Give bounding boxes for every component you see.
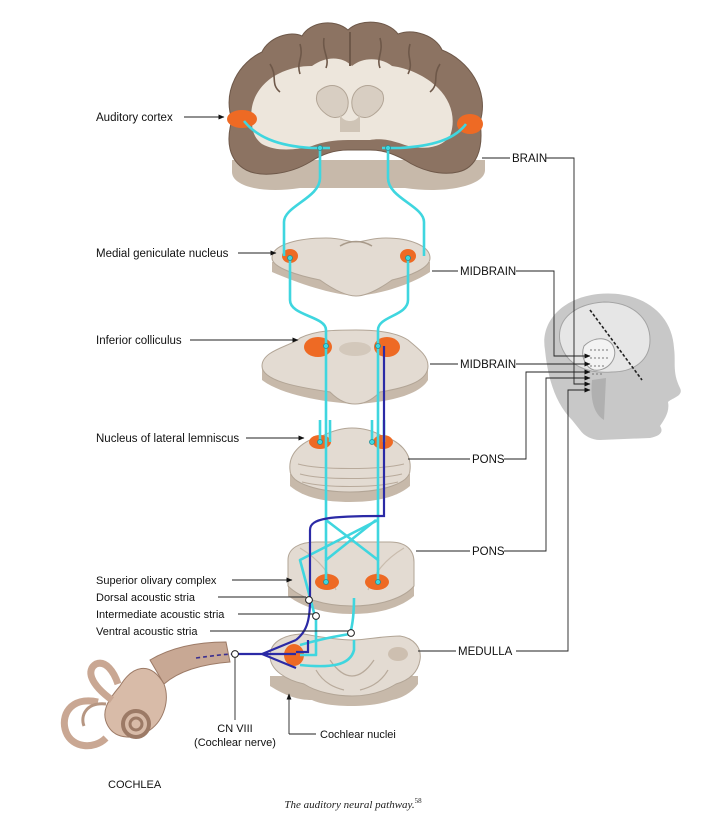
label-dorsal-stria: Dorsal acoustic stria [96,592,196,604]
level-pons-2: PONS [472,546,505,558]
level-midbrain-1: MIDBRAIN [460,266,516,278]
midbrain-slab-lower [261,329,429,405]
pons-slab-lower [287,541,415,614]
figure-caption: The auditory neural pathway.58 [284,797,422,811]
auditory-cortex-left-nucleus [227,110,257,128]
auditory-cortex-right-nucleus [457,114,483,134]
dark-tracts [295,346,386,654]
medulla-slab [269,633,421,706]
level-pons-1: PONS [472,454,505,466]
brain-coronal-section [227,21,485,191]
label-intermediate-stria: Intermediate acoustic stria [96,609,225,621]
head-silhouette-icon [544,293,681,440]
inferior-colliculus-right-nucleus [374,337,400,357]
level-medulla: MEDULLA [458,646,513,658]
level-midbrain-2: MIDBRAIN [460,359,516,371]
label-lateral-lemniscus: Nucleus of lateral lemniscus [96,433,239,445]
label-ventral-stria: Ventral acoustic stria [96,626,198,638]
stria-junction-markers [231,596,355,658]
tract-node-markers [287,145,411,585]
ascending-tracts [242,120,468,668]
label-cochlear-nuclei: Cochlear nuclei [320,729,396,741]
label-auditory-cortex: Auditory cortex [96,112,173,124]
pons-slab-upper [289,427,411,502]
label-cochlea: COCHLEA [108,779,162,791]
label-cochlear-nerve: (Cochlear nerve) [194,737,276,749]
level-brain: BRAIN [512,153,547,165]
label-cn-viii: CN VIII [217,723,252,735]
label-medial-geniculate: Medial geniculate nucleus [96,248,229,260]
cochlear-nerve-branches [236,638,297,670]
label-inferior-colliculus: Inferior colliculus [96,335,182,347]
label-superior-olivary: Superior olivary complex [96,575,217,587]
cochlea-illustration [60,641,231,750]
midbrain-slab-upper [271,237,431,297]
